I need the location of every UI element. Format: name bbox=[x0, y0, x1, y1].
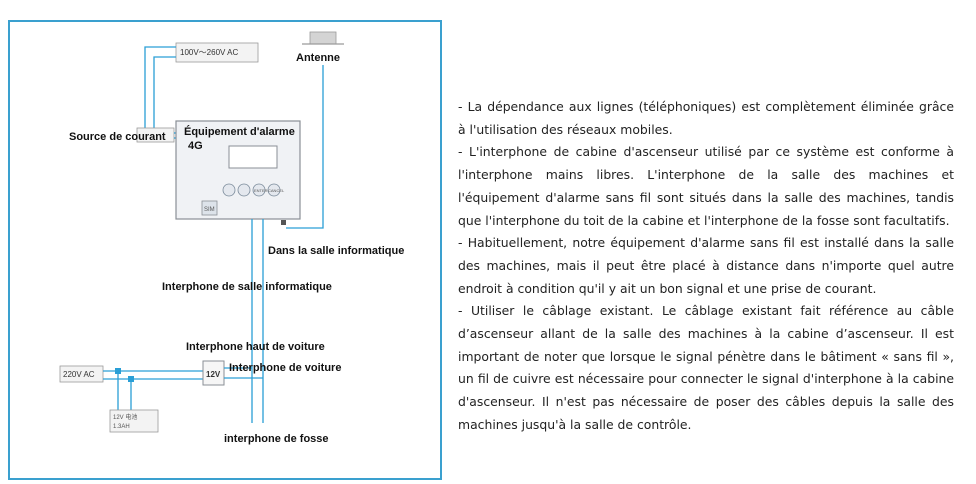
paragraph-mobile-networks: - La dépendance aux lignes (téléphonique… bbox=[458, 99, 954, 137]
power-input-label: 100V～260V AC bbox=[180, 48, 238, 57]
paragraph-installation: - Habituellement, notre équipement d'ala… bbox=[458, 235, 954, 296]
device-home-button bbox=[237, 183, 251, 197]
device-enter-label: ENTER bbox=[254, 188, 268, 193]
computer-room-intercom-label: Interphone de salle informatique bbox=[162, 281, 332, 293]
paragraph-existing-wiring: - Utiliser le câblage existant. Le câbla… bbox=[458, 303, 954, 432]
device-display bbox=[228, 145, 278, 169]
wiring-diagram: 100V～260V AC Source de courant Antenne É… bbox=[8, 20, 442, 480]
diagram-frame bbox=[8, 20, 442, 480]
alarm-equipment-subtitle: 4G bbox=[188, 140, 203, 152]
battery-box bbox=[109, 409, 159, 433]
v12-to-bus-wires bbox=[224, 367, 263, 379]
ac220-label: 220V AC bbox=[63, 370, 95, 379]
ac220-wires bbox=[103, 370, 203, 410]
intercom-bus-lines bbox=[251, 219, 264, 423]
antenna-label: Antenne bbox=[296, 52, 340, 64]
antenna-icon bbox=[309, 31, 337, 45]
battery-label-line2: 1.3AH bbox=[113, 424, 130, 430]
pit-intercom-label: interphone de fosse bbox=[224, 433, 329, 445]
antenna-port bbox=[281, 220, 286, 225]
device-phone-button bbox=[222, 183, 236, 197]
computer-room-label: Dans la salle informatique bbox=[268, 245, 404, 257]
ac220-box bbox=[59, 365, 104, 383]
description-text: - La dépendance aux lignes (téléphonique… bbox=[458, 96, 954, 437]
sim-label: SIM bbox=[204, 207, 215, 213]
device-cancel-button bbox=[267, 183, 281, 197]
alarm-equipment-box bbox=[175, 120, 301, 220]
power-source-label: Source de courant bbox=[69, 131, 166, 143]
car-top-intercom-label: Interphone haut de voiture bbox=[186, 341, 325, 353]
ac220-junction-2 bbox=[128, 376, 134, 382]
power-source-box bbox=[136, 127, 175, 143]
battery-label-line1: 12V 电池 bbox=[113, 413, 137, 421]
car-intercom-label: Interphone de voiture bbox=[229, 362, 341, 374]
v12-supply-box bbox=[202, 360, 225, 386]
paragraph-hands-free: - L'interphone de cabine d'ascenseur uti… bbox=[458, 144, 954, 228]
antenna-cable bbox=[286, 65, 324, 229]
ac220-junction-1 bbox=[115, 368, 121, 374]
sim-slot bbox=[201, 200, 218, 216]
power-input-box bbox=[175, 42, 259, 63]
device-enter-button bbox=[252, 183, 266, 197]
v12-label: 12V bbox=[206, 370, 221, 379]
alarm-equipment-title: Équipement d'alarme bbox=[184, 125, 295, 138]
device-cancel-label: CANCEL bbox=[268, 188, 285, 193]
power-wires bbox=[144, 46, 176, 130]
